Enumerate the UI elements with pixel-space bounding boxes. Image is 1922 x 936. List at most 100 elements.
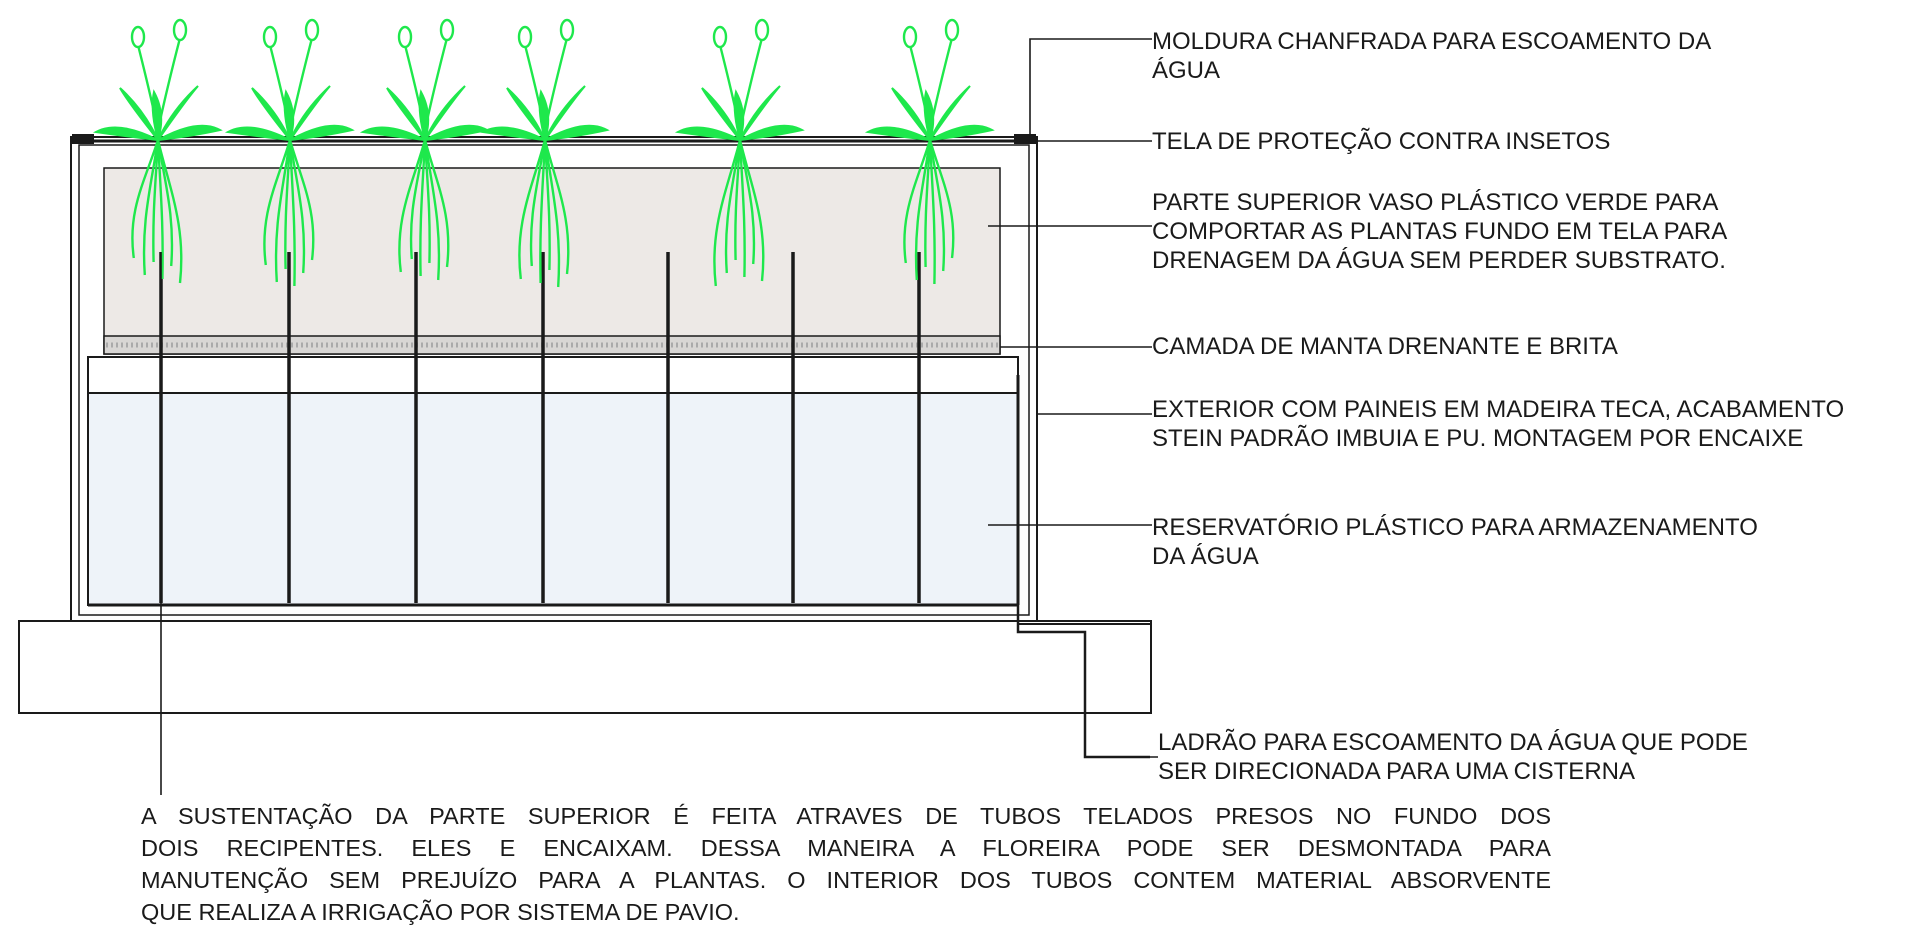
callout-overflow-line-2: SER DIRECIONADA PARA UMA CISTERNA <box>1158 758 1635 785</box>
plant-leaf <box>92 126 159 141</box>
flower-stalk <box>288 37 314 131</box>
plant-leaf <box>251 87 291 141</box>
plant-root <box>419 139 427 277</box>
callout-reservoir-line-1: RESERVATÓRIO PLÁSTICO PARA ARMAZENAMENTO <box>1152 514 1758 541</box>
plant <box>479 18 610 288</box>
plant-leaf <box>386 87 426 141</box>
callout-upper-pot-line-2: COMPORTAR AS PLANTAS FUNDO EM TELA PARA <box>1152 218 1728 245</box>
flower-stalk <box>718 44 742 131</box>
plant-root <box>724 139 742 274</box>
callout-upper-pot-line-1: PARTE SUPERIOR VASO PLÁSTICO VERDE PARA <box>1152 189 1719 216</box>
plant-leaf <box>157 85 199 141</box>
plant-root <box>539 139 547 284</box>
plant-root <box>543 139 551 271</box>
flower-bud <box>559 18 575 42</box>
flower-bud <box>754 18 770 42</box>
plant-root <box>398 139 427 273</box>
flower-stalk <box>423 37 449 131</box>
callout-overflow: LADRÃO PARA ESCOAMENTO DA ÁGUA QUE PODE … <box>1158 728 1748 786</box>
plant <box>92 18 223 284</box>
plant-root <box>928 139 936 285</box>
plant-root <box>738 139 765 282</box>
plant-root <box>423 139 431 264</box>
plant-root <box>409 139 427 260</box>
plant-leaf <box>289 124 355 141</box>
plant-leaf <box>359 126 426 141</box>
callout-reservoir-line-2: DA ÁGUA <box>1152 543 1259 570</box>
plant-root <box>914 139 932 281</box>
flower-stalk <box>268 44 292 131</box>
reservoir-rim <box>87 356 1019 394</box>
callout-frame-line-2: ÁGUA <box>1152 57 1221 84</box>
flower-stalk <box>908 44 932 131</box>
flower-bud <box>304 18 320 42</box>
plant-leaf <box>544 124 610 141</box>
note-line-2: DOIS RECIPENTES. ELES E ENCAIXAM. DESSA … <box>141 835 1551 861</box>
flower-bud <box>517 25 533 49</box>
plant-root <box>928 139 955 259</box>
plant-root <box>284 139 292 270</box>
flower-bud <box>902 25 918 49</box>
note-line-1: A SUSTENTAÇÃO DA PARTE SUPERIOR É FEITA … <box>141 803 1551 829</box>
plant-leaf <box>739 124 805 141</box>
plant-root <box>423 139 441 281</box>
plant <box>359 18 490 281</box>
plant-root <box>142 139 160 276</box>
flower-bud <box>130 25 146 49</box>
flower-stalk <box>523 44 547 131</box>
plant-leaf <box>929 85 971 141</box>
plant-leaf <box>929 124 995 141</box>
flower-stalk <box>403 44 427 131</box>
callout-reservoir: RESERVATÓRIO PLÁSTICO PARA ARMAZENAMENTO… <box>1152 513 1758 571</box>
plant-leaf <box>891 87 931 141</box>
plant <box>864 18 995 285</box>
plant-root <box>288 139 306 274</box>
plant-root <box>543 139 570 275</box>
reservoir-water <box>87 392 1019 606</box>
plant-leaf <box>224 126 291 141</box>
flower-bud <box>397 25 413 49</box>
plant <box>224 18 355 287</box>
plant-leaf <box>506 87 546 141</box>
plant-root <box>518 139 547 280</box>
flower-stalk <box>136 44 160 131</box>
plant <box>674 18 805 287</box>
plant-root <box>156 139 183 284</box>
plant-leaf <box>544 85 586 141</box>
plant-root <box>543 139 561 288</box>
leader-frame <box>1029 38 1152 139</box>
plant-root <box>423 139 450 268</box>
callout-drain-layer-line-1: CAMADA DE MANTA DRENANTE E BRITA <box>1152 333 1618 360</box>
plant-root <box>928 139 946 272</box>
plant-root <box>734 139 742 261</box>
plant-leaf <box>701 87 741 141</box>
base-plinth <box>18 620 1152 714</box>
flower-bud <box>172 18 188 42</box>
plant-leaf <box>424 85 466 141</box>
plant-root <box>288 139 315 261</box>
upper-pot <box>103 167 1001 355</box>
plant-leaf <box>674 126 741 141</box>
plant-root <box>529 139 547 267</box>
plant-leaf <box>739 85 781 141</box>
callout-exterior: EXTERIOR COM PAINEIS EM MADEIRA TECA, AC… <box>1152 395 1844 453</box>
callout-drain-layer: CAMADA DE MANTA DRENANTE E BRITA <box>1152 332 1618 361</box>
support-tubes-note: A SUSTENTAÇÃO DA PARTE SUPERIOR É FEITA … <box>141 800 1551 928</box>
flower-stalk <box>543 37 569 131</box>
plant-root <box>903 139 932 264</box>
leader-lines <box>160 38 1158 795</box>
flower-bud <box>944 18 960 42</box>
plant-leaf <box>289 85 331 141</box>
callout-upper-pot-line-3: DRENAGEM DA ÁGUA SEM PERDER SUBSTRATO. <box>1152 247 1726 274</box>
plant-leaf <box>479 126 546 141</box>
plant-root <box>713 139 742 287</box>
flower-stalk <box>156 37 182 131</box>
flower-stalk <box>928 37 954 131</box>
plant-root <box>131 139 160 259</box>
note-line-4: QUE REALIZA A IRRIGAÇÃO POR SISTEMA DE P… <box>141 899 740 925</box>
flower-bud <box>712 25 728 49</box>
flower-bud <box>262 25 278 49</box>
plant-root <box>156 139 164 280</box>
callout-exterior-line-1: EXTERIOR COM PAINEIS EM MADEIRA TECA, AC… <box>1152 396 1845 423</box>
